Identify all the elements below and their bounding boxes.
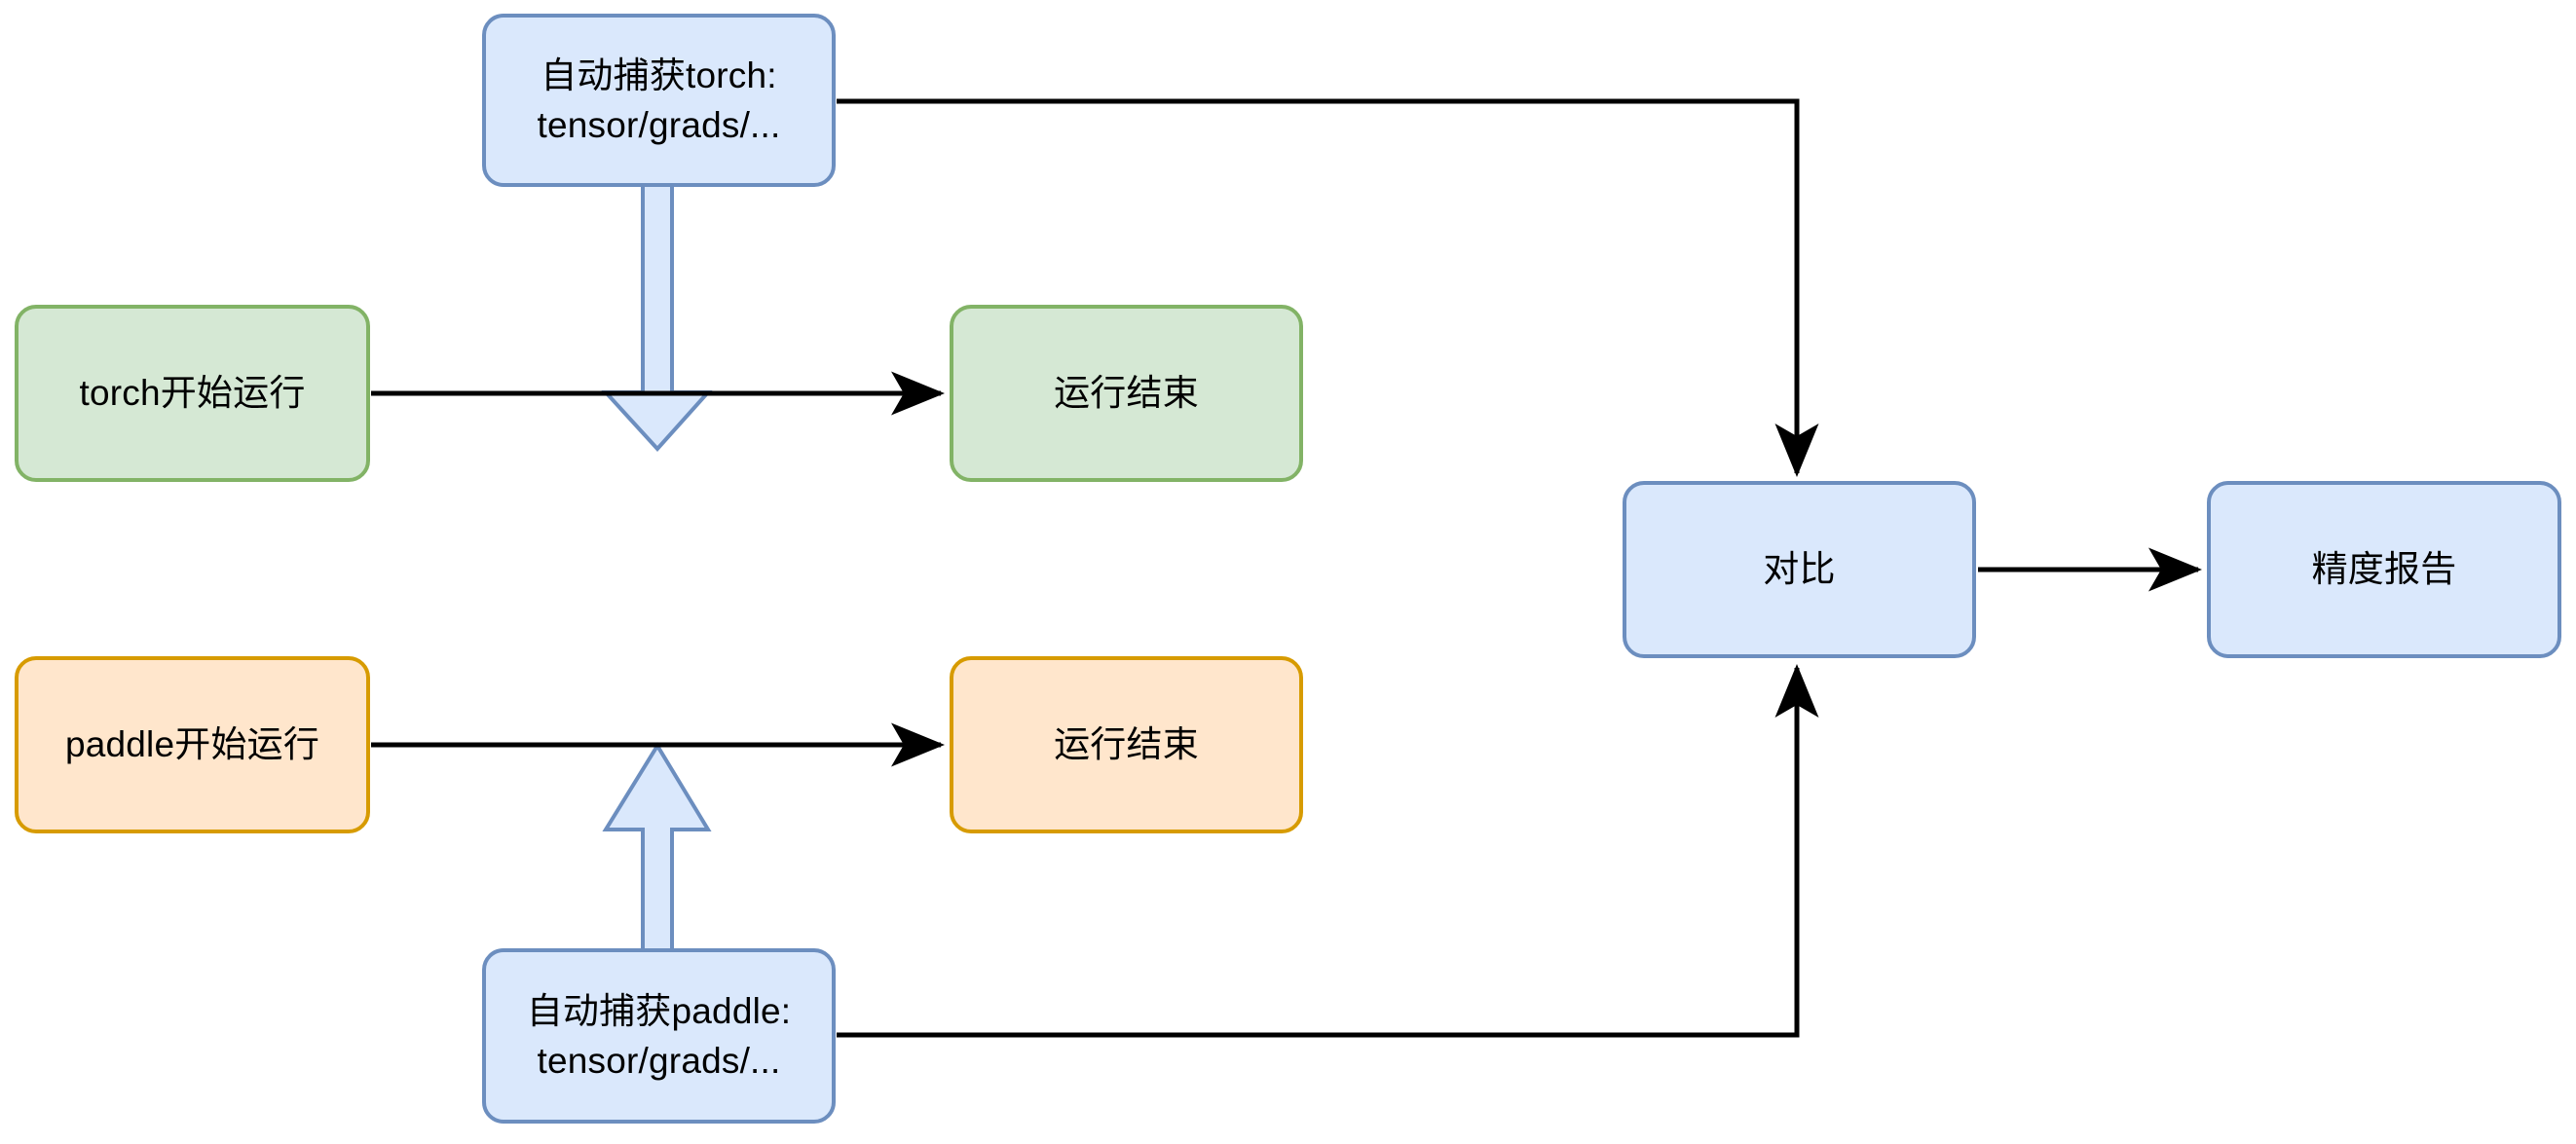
- node-capture-paddle-label: 自动捕获paddle: tensor/grads/...: [526, 990, 792, 1081]
- node-report[interactable]: 精度报告: [2207, 481, 2561, 658]
- node-paddle-end[interactable]: 运行结束: [950, 656, 1303, 833]
- node-report-label: 精度报告: [2311, 549, 2457, 590]
- node-capture-paddle[interactable]: 自动捕获paddle: tensor/grads/...: [482, 948, 836, 1124]
- node-torch-start-label: torch开始运行: [79, 373, 306, 414]
- node-paddle-start[interactable]: paddle开始运行: [15, 656, 370, 833]
- block-arrow-up-icon: [602, 742, 712, 954]
- node-paddle-end-label: 运行结束: [1054, 724, 1199, 765]
- node-paddle-start-label: paddle开始运行: [64, 724, 320, 765]
- node-torch-start[interactable]: torch开始运行: [15, 305, 370, 482]
- node-capture-torch-label: 自动捕获torch: tensor/grads/...: [537, 55, 781, 145]
- node-torch-end[interactable]: 运行结束: [950, 305, 1303, 482]
- node-capture-torch[interactable]: 自动捕获torch: tensor/grads/...: [482, 14, 836, 187]
- node-torch-end-label: 运行结束: [1054, 373, 1199, 414]
- node-compare-label: 对比: [1763, 549, 1836, 590]
- node-compare[interactable]: 对比: [1623, 481, 1976, 658]
